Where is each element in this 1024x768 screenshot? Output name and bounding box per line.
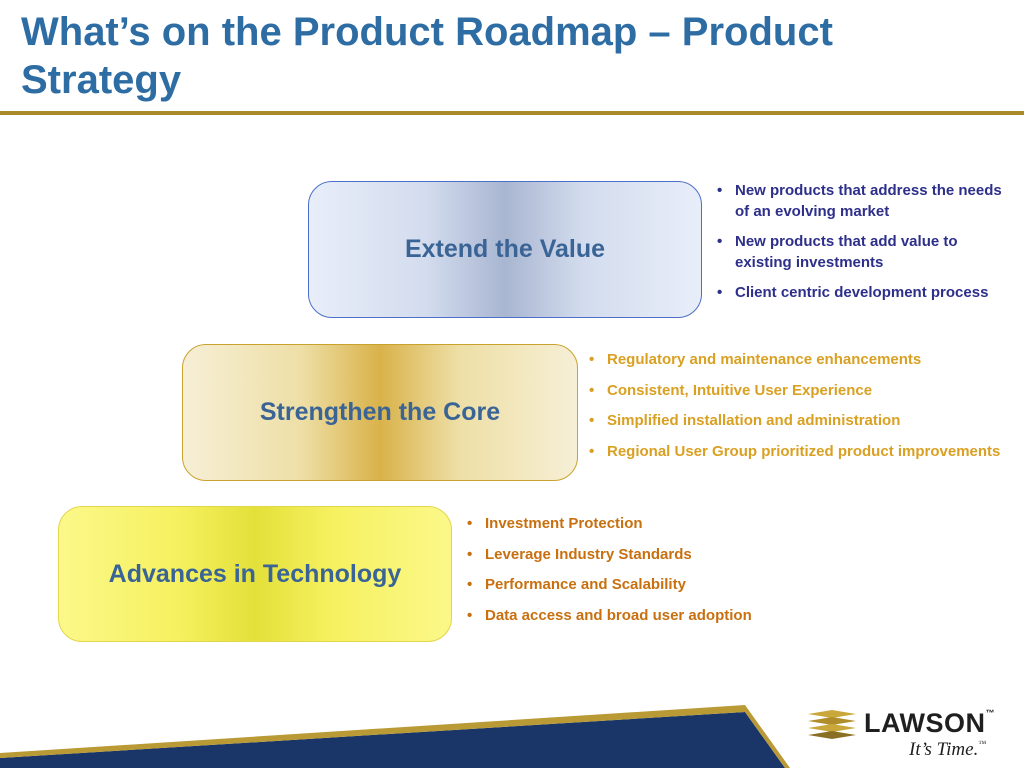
lawson-logo: LAWSON™ It’s Time.™	[806, 708, 1016, 764]
bullet-icon: •	[589, 351, 595, 368]
bullet-icon: •	[467, 545, 473, 563]
pillar-label: Strengthen the Core	[259, 398, 501, 426]
bullet-icon: •	[717, 233, 723, 250]
bullet-text: Consistent, Intuitive User Experience	[607, 381, 873, 399]
pillar-label: Extend the Value	[404, 235, 606, 263]
pillar-strengthen-the-core: Strengthen the Core	[182, 344, 578, 481]
logo-tagline: It’s Time.	[909, 739, 979, 760]
bullet-text: New products that add value to existing …	[735, 233, 958, 271]
bullet-text: Regulatory and maintenance enhancements	[607, 351, 922, 368]
bullet-text: Performance and Scalability	[485, 576, 686, 593]
bullet-text: Simplified installation and administrati…	[607, 412, 901, 429]
bullet-icon: •	[589, 412, 595, 429]
logo-trademark: ™	[985, 708, 995, 718]
logo-wordmark: LAWSON™	[864, 708, 995, 739]
bullet-item: • Investment Protection	[465, 514, 885, 535]
footer-band	[0, 705, 790, 768]
bullet-item: • Data access and broad user adoption	[465, 606, 885, 627]
bullet-icon: •	[717, 284, 723, 301]
bullet-item: • Consistent, Intuitive User Experience	[587, 381, 1007, 402]
bullet-item: • Client centric development process	[715, 283, 1015, 304]
title-divider	[0, 111, 1024, 115]
footer-navy-band	[0, 712, 785, 768]
bullet-icon: •	[589, 381, 595, 399]
strengthen-the-core-bullets: • Regulatory and maintenance enhancements…	[587, 350, 1007, 472]
logo-tagline-trademark: ™	[978, 739, 987, 748]
bullet-text: Client centric development process	[735, 284, 989, 301]
bullet-text: Regional User Group prioritized product …	[607, 442, 1001, 460]
bullet-item: • Leverage Industry Standards	[465, 545, 885, 566]
extend-the-value-bullets: • New products that address the needs of …	[715, 181, 1015, 314]
bullet-text: New products that address the needs of a…	[735, 182, 1002, 220]
logo-tagline-line: It’s Time.™	[909, 739, 986, 761]
lawson-chevron-logo-icon	[808, 710, 856, 739]
pillar-label: Advances in Technology	[108, 559, 402, 588]
slide-title: What’s on the Product Roadmap – Product …	[21, 10, 833, 102]
bullet-text: Data access and broad user adoption	[485, 606, 752, 624]
bullet-icon: •	[717, 182, 723, 199]
bullet-item: • Regional User Group prioritized product…	[587, 442, 1007, 463]
logo-name: LAWSON	[864, 708, 986, 738]
bullet-item: • New products that add value to existing…	[715, 232, 1015, 273]
bullet-icon: •	[467, 576, 473, 593]
footer-gold-stripe	[0, 705, 790, 768]
bullet-item: • Regulatory and maintenance enhancements	[587, 350, 1007, 371]
bullet-item: • Performance and Scalability	[465, 575, 885, 596]
bullet-icon: •	[467, 515, 473, 532]
bullet-text: Investment Protection	[485, 515, 643, 532]
bullet-icon: •	[589, 442, 595, 460]
bullet-item: • Simplified installation and administrat…	[587, 411, 1007, 432]
bullet-icon: •	[467, 606, 473, 624]
advances-in-technology-bullets: • Investment Protection • Leverage Industr…	[465, 514, 885, 636]
pillar-advances-in-technology: Advances in Technology	[58, 506, 452, 642]
pillar-extend-the-value: Extend the Value	[308, 181, 702, 318]
bullet-text: Leverage Industry Standards	[485, 545, 692, 563]
bullet-item: • New products that address the needs of …	[715, 181, 1015, 222]
